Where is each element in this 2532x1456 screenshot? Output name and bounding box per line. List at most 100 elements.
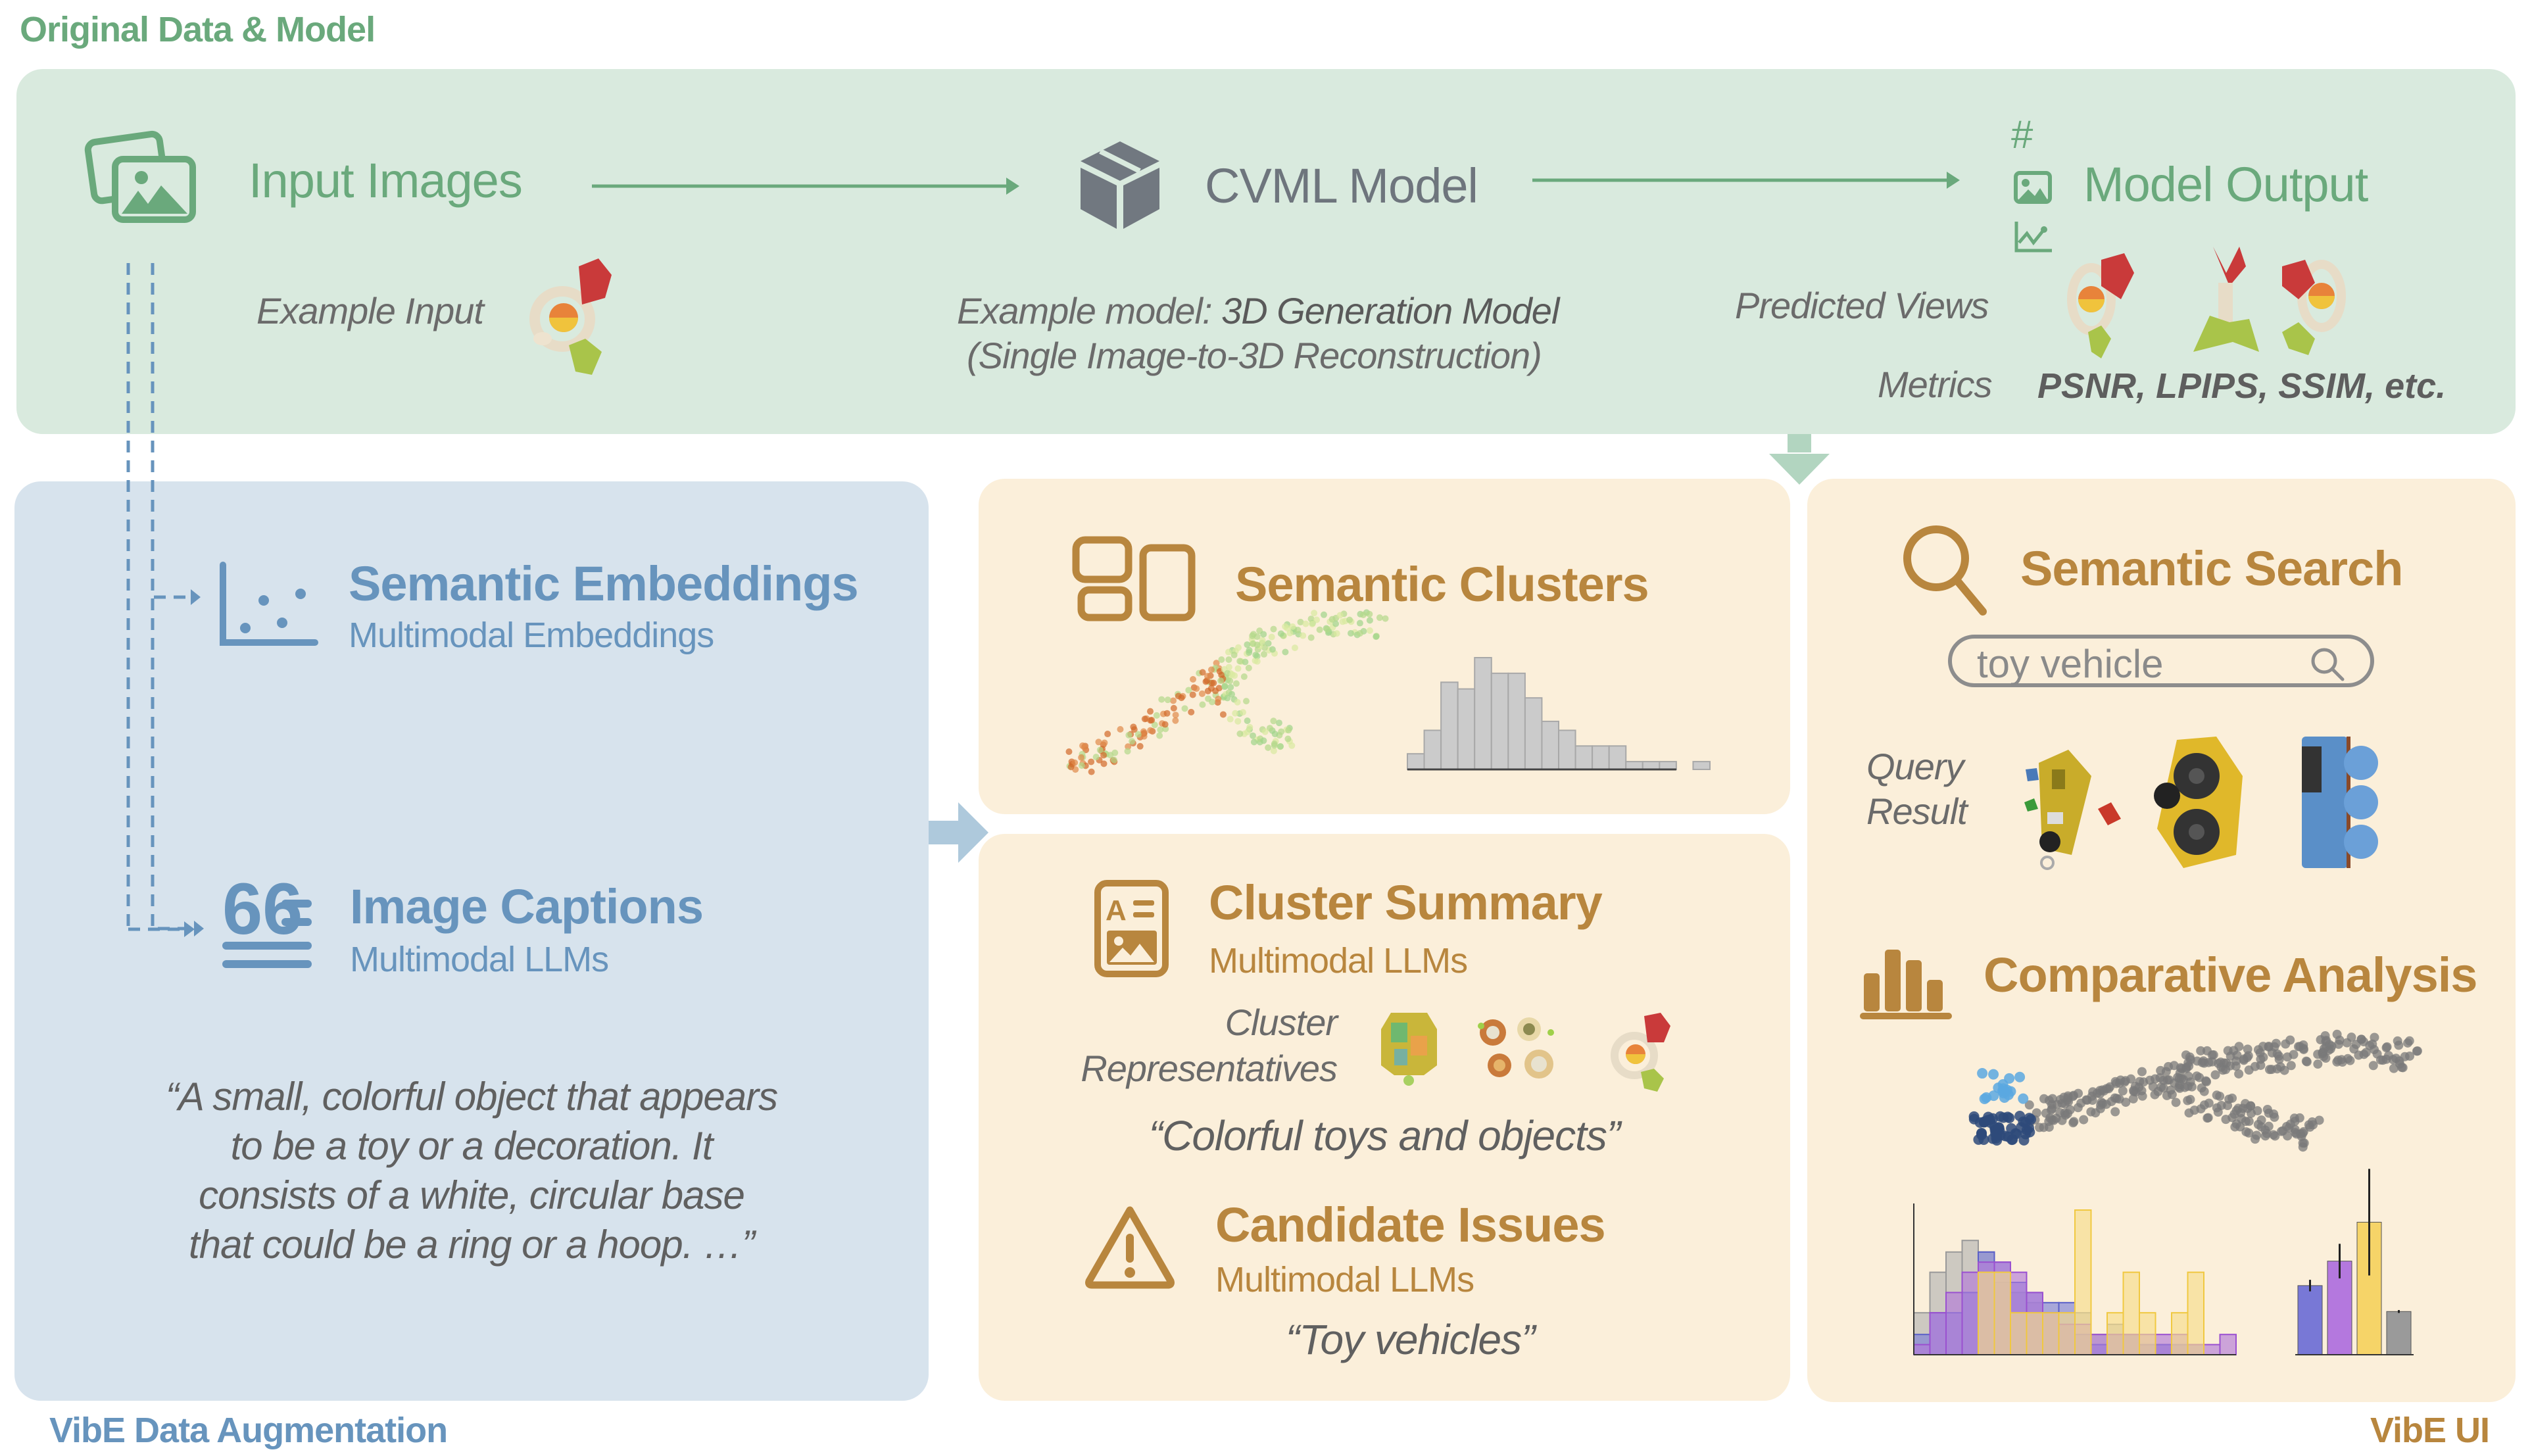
scatter-point — [1328, 616, 1336, 623]
scatter-point — [2228, 1093, 2237, 1103]
scatter-point — [2057, 1115, 2067, 1125]
scatter-point — [1275, 719, 1282, 727]
scatter-point — [2246, 1101, 2256, 1111]
scatter-point — [1302, 620, 1309, 627]
scatter-point — [1188, 708, 1195, 716]
arrow-head — [1947, 172, 1960, 189]
scatter-point-highlight — [2018, 1134, 2030, 1146]
scatter-point — [2370, 1032, 2379, 1042]
scatter-point — [1300, 632, 1307, 639]
scatter-point — [2381, 1054, 2391, 1064]
predicted-view-3 — [2282, 260, 2346, 355]
scatter-point — [1282, 648, 1289, 656]
scatter-point — [1242, 698, 1250, 705]
svg-text:A: A — [1106, 894, 1127, 927]
model-desc-prefix: Example model: — [957, 290, 1222, 331]
scatter-point — [2394, 1040, 2404, 1050]
scatter-point — [2361, 1048, 2371, 1057]
scatter-point-highlight — [1977, 1068, 1988, 1079]
clusters-title: Semantic Clusters — [1235, 557, 1649, 612]
scatter-point-highlight — [1988, 1069, 1999, 1080]
scatter-point — [1265, 744, 1272, 751]
scatter-point — [2368, 1061, 2378, 1071]
scatter-point — [2403, 1038, 2413, 1048]
query-result-image-2 — [2154, 737, 2243, 868]
scatter-point — [1236, 730, 1244, 737]
scatter-point-highlight — [2006, 1123, 2017, 1134]
query-label-line: Query — [1866, 746, 1964, 787]
metrics-label: Metrics — [1878, 364, 1992, 405]
scatter-point — [2216, 1062, 2226, 1072]
bar-blue — [2297, 1285, 2323, 1355]
caption-line: to be a toy or a decoration. It — [230, 1124, 714, 1168]
scatter-point — [2064, 1097, 2074, 1107]
scatter-point — [2320, 1044, 2329, 1054]
scatter-point — [2313, 1059, 2323, 1069]
dashed-to-embeddings — [151, 263, 192, 599]
clusters-scatter-plot — [1065, 609, 1389, 775]
scatter-point — [1250, 631, 1257, 638]
scatter-point — [2181, 1063, 2191, 1073]
histogram-bar-purple — [2090, 1334, 2108, 1355]
scatter-point — [1254, 652, 1261, 660]
scatter-point — [2404, 1051, 2414, 1061]
search-input[interactable]: toy vehicle — [1948, 635, 2374, 687]
summary-panel — [979, 834, 1790, 1401]
comparative-scatter-plot — [1968, 1029, 2422, 1152]
scatter-point — [1147, 708, 1154, 715]
scatter-point — [1207, 685, 1215, 692]
quote-lines-icon: 66 — [222, 869, 312, 968]
scatter-point — [1229, 691, 1236, 698]
scatter-point — [1218, 671, 1225, 679]
scatter-point-highlight — [1968, 1113, 1980, 1125]
scatter-point — [1324, 625, 1331, 633]
scatter-point — [1271, 742, 1278, 749]
search-input-value[interactable]: toy vehicle — [1977, 642, 2164, 686]
cube-icon — [1081, 141, 1159, 229]
cluster-summary-quote: “Colorful toys and objects” — [1148, 1112, 1620, 1159]
comparative-title: Comparative Analysis — [1984, 948, 2477, 1002]
scatter-point — [2024, 1100, 2034, 1110]
scatter-point — [1284, 625, 1291, 632]
scatter-point — [2283, 1052, 2293, 1062]
scatter-point — [1278, 728, 1285, 735]
scatter-point — [2088, 1087, 2098, 1097]
scatter-point — [2202, 1077, 2212, 1086]
scatter-point — [1100, 760, 1108, 767]
search-icon — [1903, 525, 1987, 616]
histogram-bar — [1507, 672, 1526, 770]
scatter-point — [1270, 747, 1277, 754]
scatter-point — [2156, 1082, 2166, 1092]
comparative-bar-chart — [2295, 1169, 2414, 1355]
scatter-point — [1209, 698, 1216, 706]
scatter-point — [1382, 615, 1389, 622]
scatter-point — [1217, 677, 1225, 685]
scatter-point — [1207, 666, 1215, 673]
cluster-rep-image-1 — [1381, 1013, 1437, 1086]
histogram-bar-yellow — [2074, 1209, 2092, 1355]
original-data-panel — [16, 69, 2516, 434]
scatter-point — [1236, 658, 1244, 665]
histogram-bar-yellow — [2122, 1271, 2140, 1355]
scatter-point — [1234, 717, 1242, 725]
caption-line: “A small, colorful object that appears — [165, 1075, 778, 1119]
scatter-point — [1156, 732, 1163, 739]
scatter-point — [1232, 710, 1239, 717]
scatter-point — [1234, 665, 1242, 672]
scatter-point — [1175, 692, 1182, 700]
caption-line: consists of a white, circular base — [199, 1173, 745, 1217]
scatter-point — [1309, 620, 1316, 627]
scatter-point — [2231, 1119, 2241, 1129]
histogram-bar-yellow — [2106, 1312, 2124, 1355]
scatter-point — [1232, 680, 1240, 687]
search-submit-icon[interactable] — [2310, 646, 2347, 683]
scatter-point — [1065, 748, 1073, 755]
scatter-point — [2234, 1069, 2244, 1079]
scatter-point — [2110, 1107, 2120, 1117]
scatter-point — [1172, 717, 1179, 724]
scatter-point — [2244, 1128, 2254, 1138]
histogram-bar — [1608, 745, 1627, 771]
scatter-point — [2044, 1122, 2054, 1132]
scatter-point — [1221, 683, 1229, 691]
